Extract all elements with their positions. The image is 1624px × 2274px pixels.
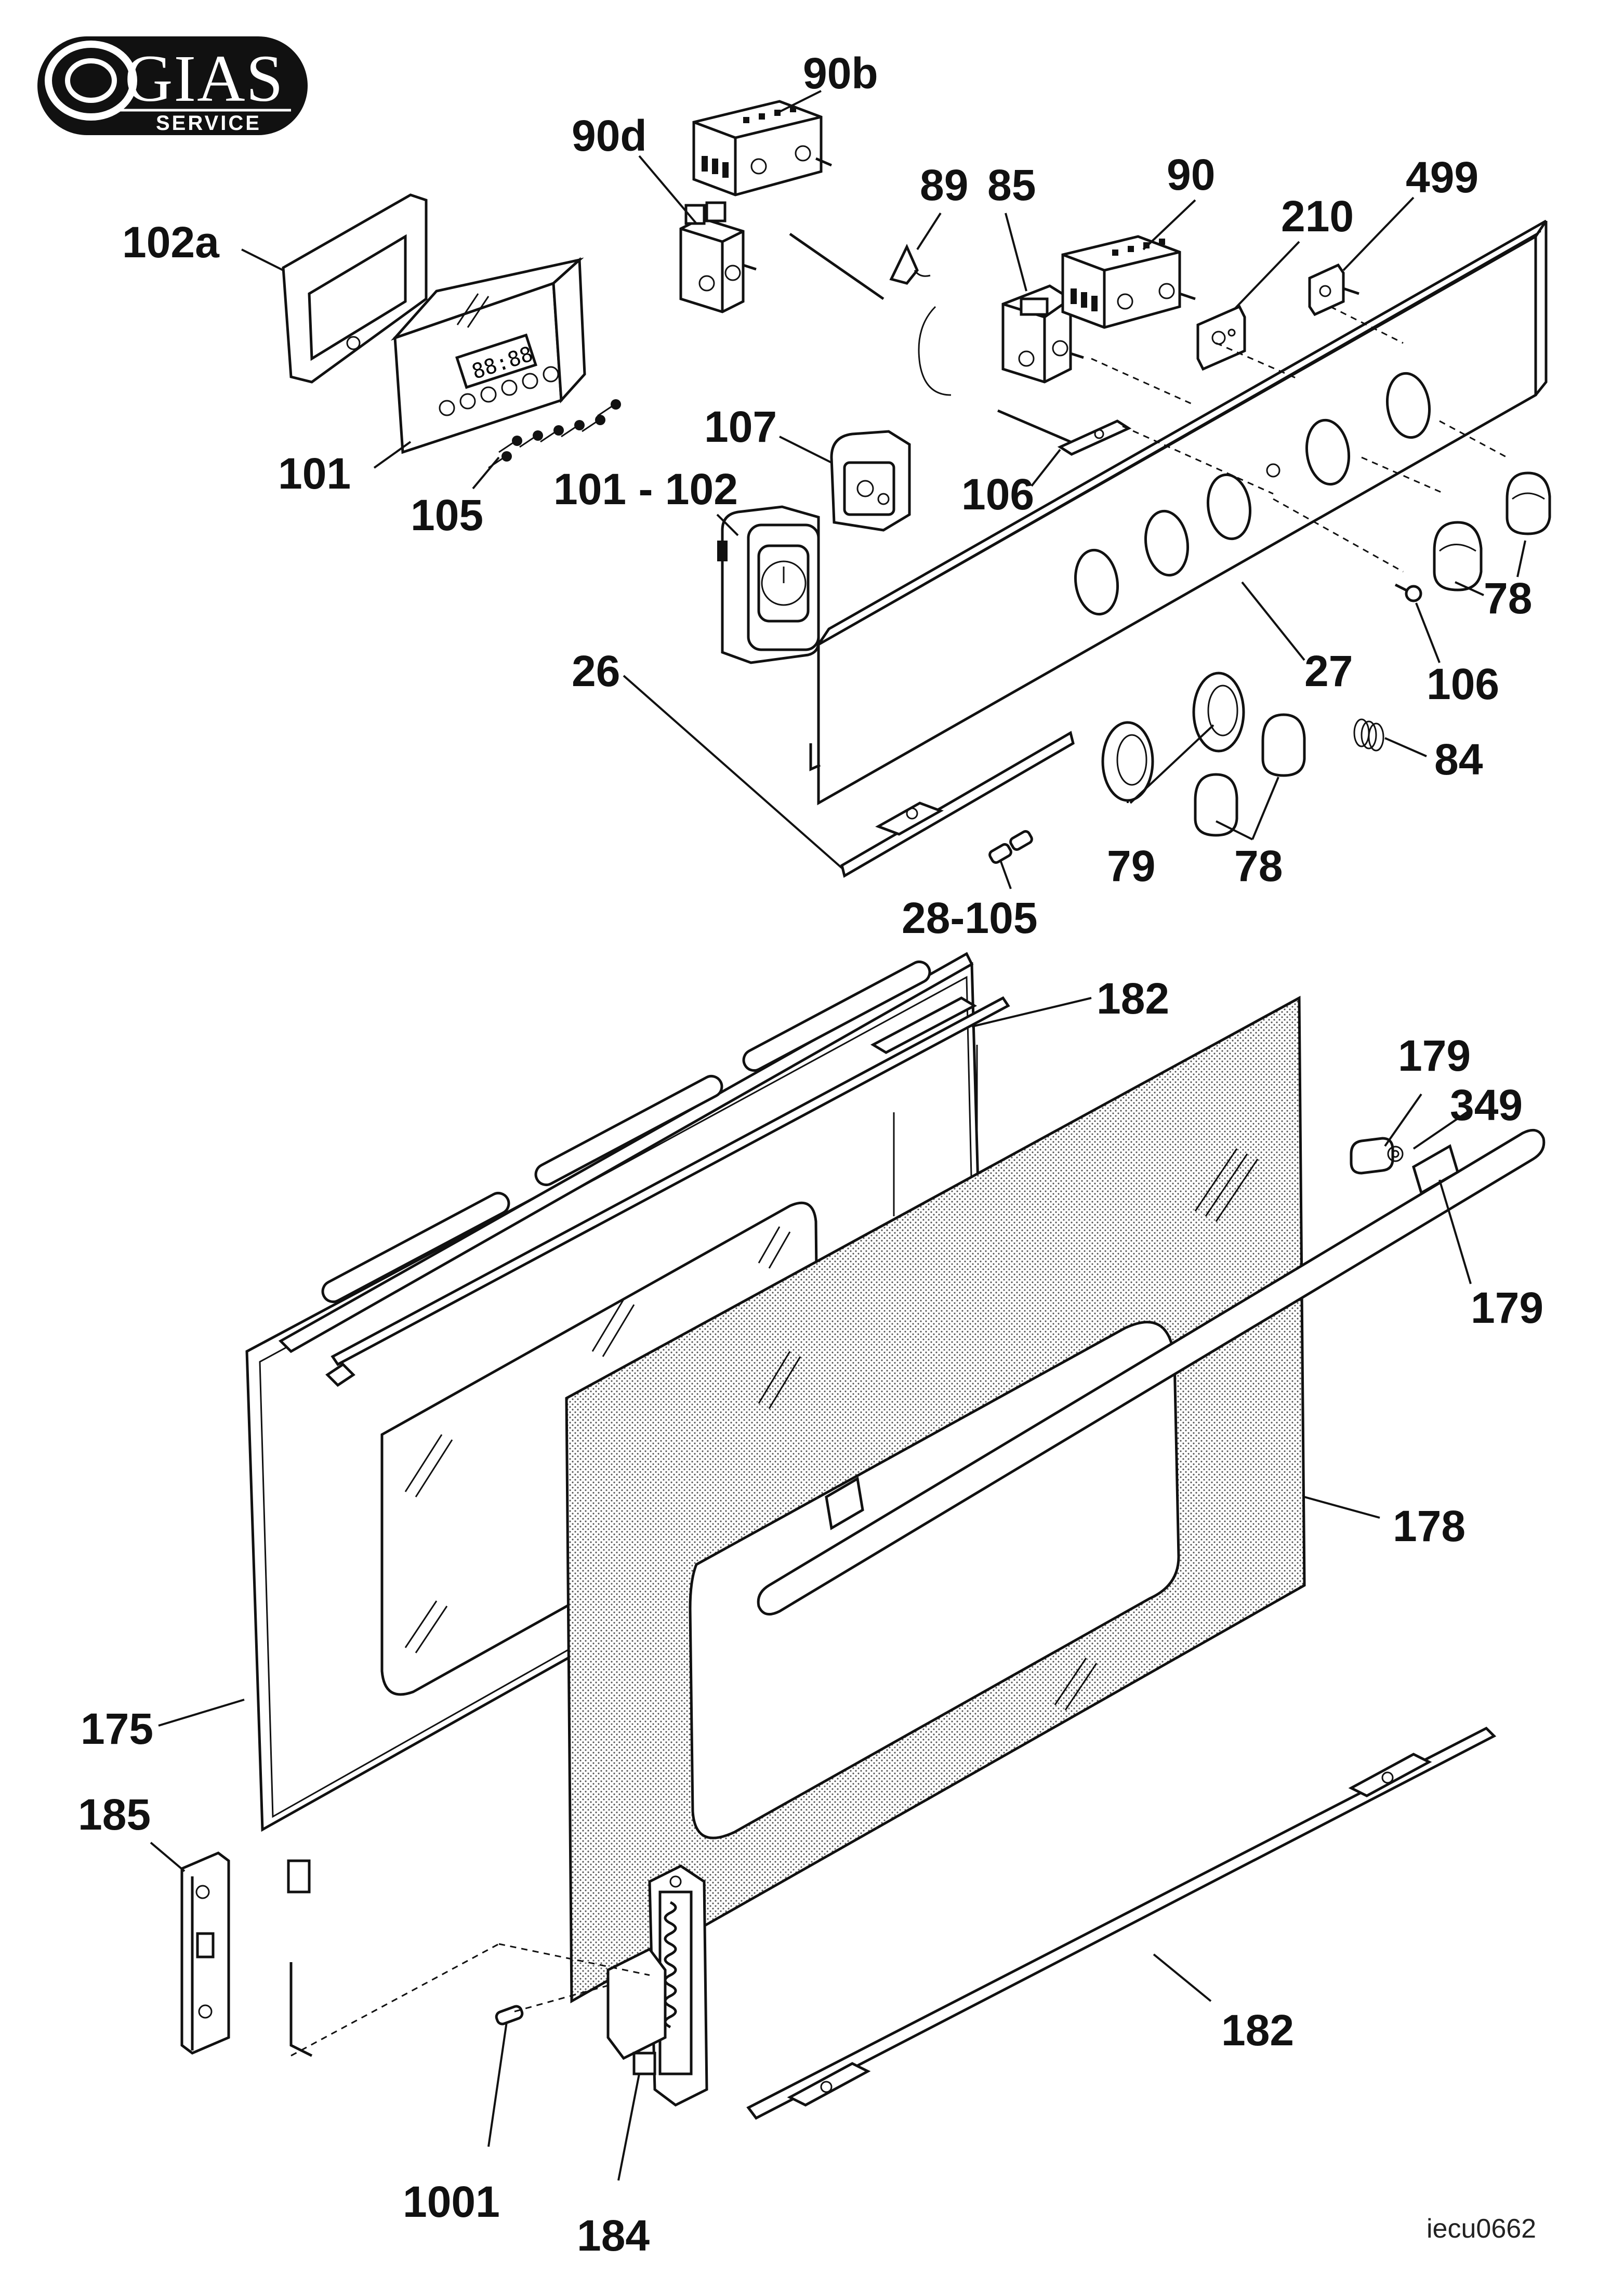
label-85: 85 — [987, 161, 1036, 209]
label-101-102: 101 - 102 — [553, 465, 738, 514]
pin-1001 — [291, 1943, 650, 2057]
knobs-78-bottom — [1194, 713, 1306, 837]
label-184: 184 — [577, 2211, 650, 2260]
thermostat-90d — [679, 201, 757, 313]
probe-89 — [789, 232, 952, 396]
screws-28-105 — [988, 830, 1033, 864]
label-84: 84 — [1434, 735, 1483, 784]
label-499: 499 — [1406, 153, 1478, 202]
label-78-right: 78 — [1484, 574, 1532, 623]
label-28-105: 28-105 — [902, 893, 1038, 942]
label-90: 90 — [1167, 150, 1215, 199]
label-105: 105 — [411, 491, 483, 540]
electronic-timer-101: 88:88 — [390, 257, 586, 454]
switch-90 — [1061, 235, 1196, 329]
bracket-102a — [282, 193, 428, 384]
igniter-106-top — [997, 409, 1274, 495]
label-26: 26 — [572, 647, 620, 695]
knobs-78-right — [1433, 471, 1551, 591]
switch-107 — [830, 430, 911, 532]
gias-logo: GIAS SERVICE — [37, 36, 308, 135]
spring-84 — [1353, 718, 1384, 752]
label-175: 175 — [81, 1704, 153, 1753]
label-179-right: 179 — [1471, 1283, 1543, 1332]
screw-106-right — [1394, 583, 1422, 602]
label-107: 107 — [704, 402, 777, 451]
top-strip-182 — [870, 996, 978, 1054]
label-179-top: 179 — [1398, 1031, 1471, 1080]
analog-clock-101-102 — [717, 505, 820, 664]
label-89: 89 — [920, 161, 968, 209]
label-90d: 90d — [572, 111, 647, 160]
label-102a: 102a — [122, 218, 220, 267]
label-349: 349 — [1450, 1081, 1523, 1129]
hinge-184 — [606, 1864, 708, 2107]
label-101: 101 — [278, 449, 351, 498]
label-78-bottom: 78 — [1234, 842, 1283, 890]
logo-brand-text: GIAS — [125, 42, 284, 115]
bottom-strip-182 — [746, 1726, 1497, 2120]
assembly-guide-lines — [1091, 306, 1508, 573]
trim-strip — [840, 731, 1075, 878]
bracket-499 — [1308, 263, 1359, 317]
part-number-labels: 90b 90d 89 85 90 210 499 102a 101 105 10… — [78, 49, 1543, 2260]
logo-tagline-text: SERVICE — [156, 112, 261, 135]
label-182-bottom: 182 — [1221, 2006, 1294, 2055]
label-178: 178 — [1393, 1502, 1465, 1550]
switch-90b — [692, 100, 832, 196]
screws-105 — [488, 399, 621, 469]
label-185: 185 — [78, 1790, 151, 1839]
drawing-code: iecu0662 — [1427, 2214, 1536, 2244]
label-27: 27 — [1304, 647, 1353, 695]
control-panel — [809, 219, 1548, 806]
label-79: 79 — [1107, 842, 1155, 890]
door-handle-179 — [757, 1128, 1546, 1616]
label-106-top: 106 — [961, 470, 1034, 519]
label-106-right: 106 — [1427, 660, 1499, 708]
label-90b: 90b — [803, 49, 878, 98]
label-182-top: 182 — [1097, 974, 1169, 1023]
label-210: 210 — [1281, 192, 1354, 241]
bracket-210 — [1196, 305, 1246, 371]
latch-185 — [180, 1851, 230, 2055]
label-1001: 1001 — [403, 2177, 500, 2226]
leader-lines — [150, 90, 1526, 2181]
thermostat-85 — [1001, 284, 1084, 384]
